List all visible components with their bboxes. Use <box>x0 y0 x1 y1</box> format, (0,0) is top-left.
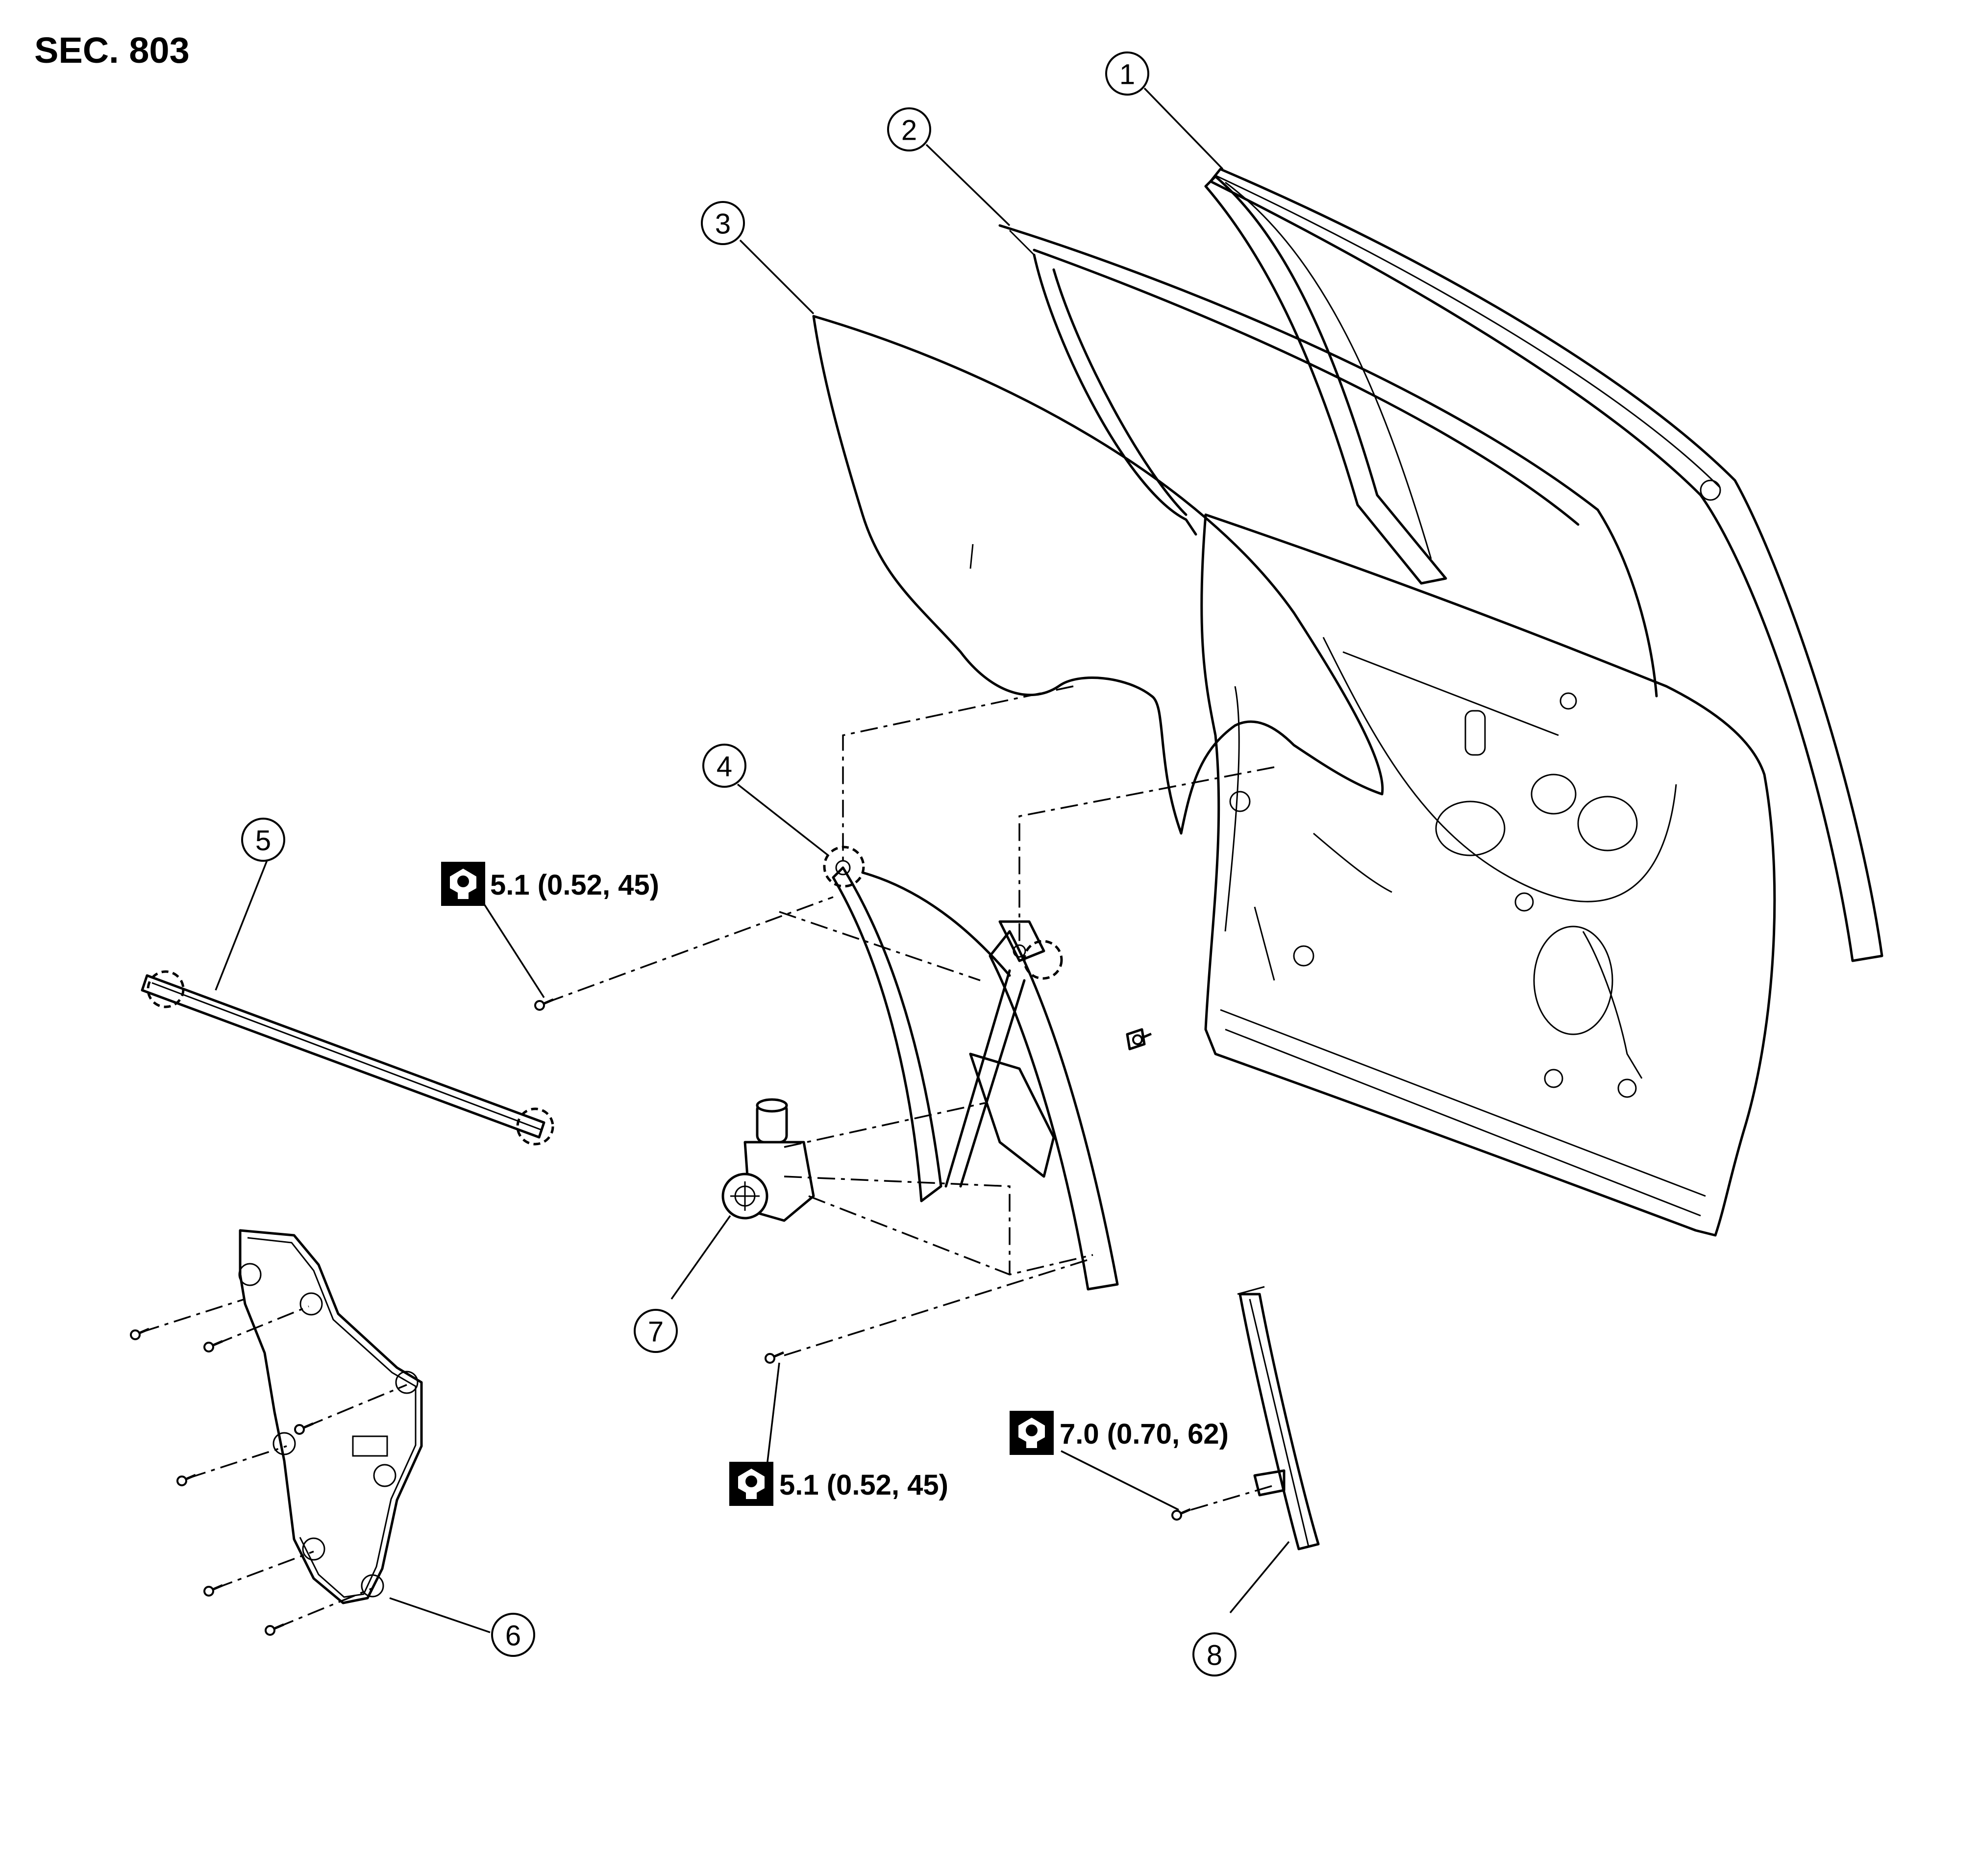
assembly-lines <box>142 685 1275 1628</box>
callout-8: 8 <box>1192 1632 1237 1676</box>
torque-spec-3: 7.0 (0.70, 62) <box>1010 1411 1229 1455</box>
bolt <box>1172 1509 1190 1520</box>
part-4-door-window-regulator <box>823 846 1146 1291</box>
svg-text:5: 5 <box>255 825 271 857</box>
bolt <box>766 1352 784 1363</box>
svg-text:4: 4 <box>717 751 732 783</box>
callout-2: 2 <box>887 107 931 151</box>
torque-wrench-icon <box>1010 1411 1054 1455</box>
svg-text:3: 3 <box>715 208 731 240</box>
callout-5: 5 <box>241 818 285 862</box>
svg-text:1: 1 <box>1119 59 1135 91</box>
torque-wrench-icon <box>441 862 485 906</box>
part-6-door-module-panel <box>238 1229 423 1604</box>
section-title: SEC. 803 <box>34 30 190 71</box>
callout-7: 7 <box>634 1309 678 1353</box>
callout-1: 1 <box>1105 51 1149 96</box>
part-5-inside-belt-weatherstrip <box>141 970 554 1146</box>
part-8-rear-sash <box>1237 1286 1320 1551</box>
leader-lines <box>215 87 1290 1633</box>
callout-6: 6 <box>491 1613 535 1657</box>
torque-wrench-icon <box>729 1462 773 1506</box>
svg-text:5.1 (0.52, 45): 5.1 (0.52, 45) <box>779 1469 948 1501</box>
part-3-front-door-glass <box>812 315 1384 835</box>
torque-spec-1: 5.1 (0.52, 45) <box>441 862 659 906</box>
svg-text:2: 2 <box>901 115 917 147</box>
svg-text:6: 6 <box>505 1620 521 1652</box>
part-7-regulator-motor <box>721 1098 815 1222</box>
part-2-front-door-sash <box>998 224 1658 698</box>
svg-text:7: 7 <box>648 1316 664 1348</box>
torque-spec-2: 5.1 (0.52, 45) <box>729 1462 948 1506</box>
callout-3: 3 <box>701 201 745 245</box>
svg-text:7.0 (0.70, 62): 7.0 (0.70, 62) <box>1060 1418 1229 1450</box>
front-door-panel <box>1200 513 1776 1237</box>
svg-text:8: 8 <box>1207 1640 1222 1672</box>
callout-4: 4 <box>702 744 746 788</box>
svg-text:5.1 (0.52, 45): 5.1 (0.52, 45) <box>490 869 659 901</box>
part-1-glass-run-rubber <box>1204 168 1883 962</box>
callouts: 1 2 3 4 5 6 7 8 <box>241 51 1237 1676</box>
